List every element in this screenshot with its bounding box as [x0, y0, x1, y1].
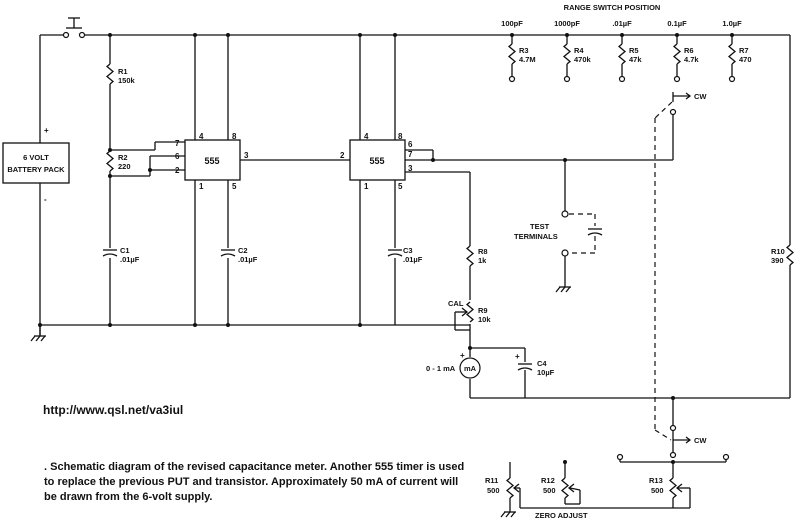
svg-text:0.1µF: 0.1µF [667, 19, 687, 28]
battery-plus: + [44, 126, 49, 135]
svg-text:2: 2 [175, 166, 180, 175]
svg-text:TERMINALS: TERMINALS [514, 232, 558, 241]
range-switch-labels: RANGE SWITCH POSITION 100pF 1000pF .01µF… [501, 3, 742, 28]
svg-text:500: 500 [487, 486, 500, 495]
svg-text:7: 7 [175, 139, 180, 148]
svg-text:6: 6 [175, 152, 180, 161]
svg-text:3: 3 [408, 164, 413, 173]
svg-text:500: 500 [543, 486, 556, 495]
svg-text:C2: C2 [238, 246, 248, 255]
svg-text:C3: C3 [403, 246, 413, 255]
capacitor-c1: C1 .01µF [102, 246, 140, 264]
svg-text:R1: R1 [118, 67, 128, 76]
battery-label-2: BATTERY PACK [7, 165, 65, 174]
svg-text:390: 390 [771, 256, 784, 265]
zero-adjust-label: ZERO ADJUST [535, 511, 588, 520]
timer-555-first: 555 7 6 2 4 8 3 1 5 [175, 132, 249, 191]
battery-minus: - [44, 195, 47, 204]
resistor-r9: R9 10k CAL [448, 299, 491, 324]
svg-text:mA: mA [464, 364, 477, 373]
wiring [39, 34, 791, 512]
capacitor-c3: C3 .01µF [387, 246, 423, 264]
svg-text:CW: CW [694, 92, 707, 101]
svg-text:.01µF: .01µF [403, 255, 423, 264]
svg-text:R3: R3 [519, 46, 529, 55]
svg-text:4: 4 [199, 132, 204, 141]
meter: mA + 0 - 1 mA [426, 351, 481, 379]
svg-text:7: 7 [408, 150, 413, 159]
zero-adjust-pots: R11 500 R12 500 R13 500 ZERO ADJUST [485, 476, 683, 520]
svg-text:555: 555 [204, 156, 219, 166]
capacitor-c2: C2 .01µF [220, 246, 258, 264]
svg-text:8: 8 [398, 132, 403, 141]
svg-text:2: 2 [340, 151, 345, 160]
resistor-r8: R8 1k [466, 245, 488, 267]
svg-text:CAL: CAL [448, 299, 464, 308]
range-switch-title: RANGE SWITCH POSITION [564, 3, 661, 12]
svg-text:R10: R10 [771, 247, 785, 256]
battery-label-1: 6 VOLT [23, 153, 49, 162]
svg-text:+: + [460, 351, 465, 360]
battery-pack: 6 VOLT BATTERY PACK + - [2, 126, 70, 204]
svg-text:1.0µF: 1.0µF [722, 19, 742, 28]
svg-text:C4: C4 [537, 359, 547, 368]
svg-text:R12: R12 [541, 476, 555, 485]
svg-text:.01µF: .01µF [120, 255, 140, 264]
source-url[interactable]: http://www.qsl.net/va3iul [43, 403, 184, 417]
junctions [38, 33, 734, 464]
range-resistors: R3 4.7M R4 470k R5 47k R6 4.7k R7 470 [508, 43, 752, 83]
svg-text:1000pF: 1000pF [554, 19, 580, 28]
figure-caption: . Schematic diagram of the revised capac… [44, 461, 465, 503]
svg-text:1k: 1k [478, 256, 487, 265]
range-switch-lower: CW [616, 424, 730, 461]
svg-text:R6: R6 [684, 46, 694, 55]
svg-text:470k: 470k [574, 55, 592, 64]
power-switch [62, 17, 86, 39]
svg-text:R4: R4 [574, 46, 584, 55]
svg-text:8: 8 [232, 132, 237, 141]
svg-text:C1: C1 [120, 246, 130, 255]
svg-text:4.7M: 4.7M [519, 55, 536, 64]
svg-text:R13: R13 [649, 476, 663, 485]
svg-text:.01µF: .01µF [612, 19, 632, 28]
svg-text:555: 555 [369, 156, 384, 166]
timer-555-second: 555 2 4 8 6 7 3 1 5 [340, 132, 413, 191]
svg-text:100pF: 100pF [501, 19, 523, 28]
svg-text:3: 3 [244, 151, 249, 160]
range-switch-upper: CW [669, 92, 707, 116]
resistor-r1: R1 150k [106, 63, 136, 85]
svg-text:47k: 47k [629, 55, 642, 64]
svg-text:1: 1 [199, 182, 204, 191]
svg-text:4: 4 [364, 132, 369, 141]
svg-text:R5: R5 [629, 46, 639, 55]
resistor-r10: R10 390 [771, 244, 794, 266]
svg-text:4.7k: 4.7k [684, 55, 699, 64]
svg-text:CW: CW [694, 436, 707, 445]
svg-text:.01µF: .01µF [238, 255, 258, 264]
svg-text:1: 1 [364, 182, 369, 191]
svg-text:R11: R11 [485, 476, 498, 485]
test-terminals: TEST TERMINALS [514, 210, 603, 257]
svg-text:5: 5 [232, 182, 237, 191]
svg-text:10k: 10k [478, 315, 491, 324]
svg-text:10µF: 10µF [537, 368, 555, 377]
svg-text:5: 5 [398, 182, 403, 191]
svg-text:R7: R7 [739, 46, 749, 55]
svg-text:0 - 1 mA: 0 - 1 mA [426, 364, 456, 373]
svg-text:R9: R9 [478, 306, 488, 315]
svg-text:150k: 150k [118, 76, 136, 85]
svg-text:470: 470 [739, 55, 752, 64]
capacitor-c4: + C4 10µF [515, 352, 555, 377]
svg-text:+: + [515, 352, 520, 361]
svg-text:6: 6 [408, 140, 413, 149]
svg-text:R8: R8 [478, 247, 488, 256]
resistor-r2: R2 220 [106, 150, 131, 172]
svg-text:220: 220 [118, 162, 131, 171]
svg-text:500: 500 [651, 486, 664, 495]
svg-text:TEST: TEST [530, 222, 550, 231]
svg-text:R2: R2 [118, 153, 128, 162]
